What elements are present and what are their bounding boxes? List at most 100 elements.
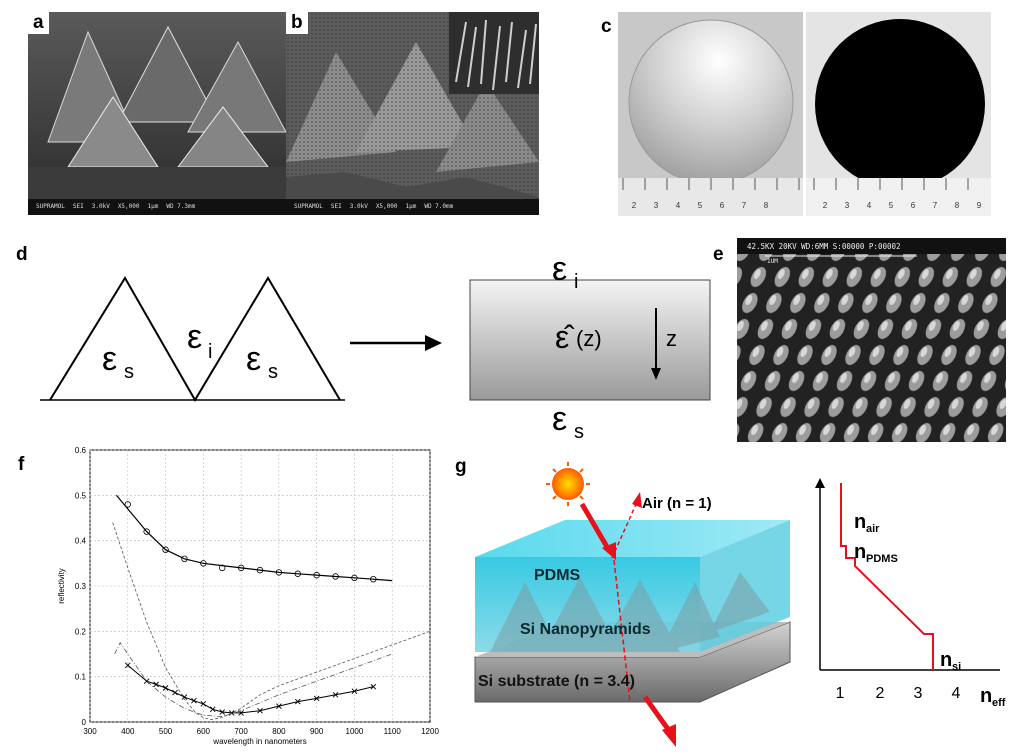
x-data-point <box>191 697 197 704</box>
ruler-number: 7 <box>933 201 938 210</box>
ruler-number: 6 <box>720 201 725 210</box>
panel-c-wafer-photos: 2 3 4 5 6 7 8 2 3 4 5 6 7 8 9 <box>618 12 991 216</box>
circle-data-point <box>351 574 358 582</box>
sun-icon <box>552 468 584 500</box>
eps-s-bottom-symbol: ε <box>552 400 567 438</box>
x-data-point <box>276 703 282 709</box>
y-tick-label: 0.2 <box>75 627 87 636</box>
circle-data-point <box>143 528 150 535</box>
series-dashed-line <box>112 522 431 721</box>
x-data-point <box>162 685 169 691</box>
circle-data-point <box>219 564 226 572</box>
black-silicon-wafer <box>815 19 985 189</box>
y-tick-label: 0.5 <box>75 491 87 500</box>
y-tick-label: 0.6 <box>75 446 87 455</box>
circle-data-point <box>294 570 301 577</box>
incident-light-ray <box>579 502 613 554</box>
circle-data-point <box>313 571 320 579</box>
eps-s-left-subscript: s <box>124 361 134 383</box>
eps-s-left-symbol: ε <box>102 340 117 378</box>
x-data-point <box>351 688 358 694</box>
air-label: Air (n = 1) <box>642 495 712 512</box>
transmitted-light-ray <box>642 695 673 734</box>
neff-tick-1: 1 <box>836 685 845 702</box>
x-tick-label: 800 <box>272 727 286 736</box>
y-tick-label: 0 <box>82 718 87 727</box>
y-tick-label: 0.4 <box>75 537 87 546</box>
n-pdms-label: n <box>854 541 866 563</box>
ruler-number: 2 <box>632 201 637 210</box>
panel-label-d: d <box>16 244 28 265</box>
wafer-photo-svg: 2 3 4 5 6 7 8 2 3 4 5 6 7 8 9 <box>618 12 991 216</box>
eps-s-right-subscript: s <box>268 361 278 383</box>
nanostructure-array: 42.5KX 20KV WD:6MM S:00000 P:00002 1UM <box>737 238 1006 442</box>
y-axis-arrow-icon <box>815 478 825 488</box>
x-tick-label: 300 <box>83 727 97 736</box>
x-data-point <box>313 695 320 702</box>
x-tick-label: 700 <box>234 727 248 736</box>
circle-data-point <box>275 569 283 576</box>
panel-label-e: e <box>713 244 724 265</box>
circle-data-point <box>162 546 169 553</box>
ruler-number: 5 <box>889 201 894 210</box>
substrate-label: Si substrate (n = 3.4) <box>478 673 635 690</box>
nanopyramid-shapes <box>490 572 770 652</box>
panel-d-effective-medium-diagram: ε i ε s ε s ε i ε̂ (z) z ε s <box>40 250 711 443</box>
z-axis-label: z <box>666 326 677 351</box>
effective-medium-box <box>469 279 711 401</box>
circle-data-point <box>256 566 264 574</box>
n-eff-label: n <box>980 685 992 706</box>
n-si-label: n <box>940 649 952 671</box>
circle-data-point <box>200 560 207 567</box>
ruler-number: 8 <box>955 201 960 210</box>
x-data-point <box>257 707 263 714</box>
arrow-head-icon <box>425 335 442 351</box>
eps-i-top-subscript: i <box>574 271 578 293</box>
y-tick-label: 0.3 <box>75 582 87 591</box>
eps-i-symbol: ε <box>187 318 202 356</box>
ruler-number: 2 <box>823 201 828 210</box>
panel-e-sem-image: 42.5KX 20KV WD:6MM S:00000 P:00002 1UM <box>737 238 1006 442</box>
porous-pyramid-texture <box>286 12 539 215</box>
x-axis-label: wavelength in nanometers <box>212 737 306 746</box>
transmitted-arrow-head-icon <box>662 724 676 747</box>
circle-data-point <box>370 575 377 583</box>
y-axis-label: reflectivity <box>57 568 66 604</box>
x-tick-label: 1000 <box>346 727 364 736</box>
panel-label-b: b <box>286 12 308 34</box>
x-tick-label: 500 <box>159 727 173 736</box>
reflected-arrow-head-icon <box>632 492 642 508</box>
x-tick-label: 400 <box>121 727 135 736</box>
index-profile-curve <box>840 483 934 670</box>
ruler-number: 4 <box>867 201 872 210</box>
panel-label-c: c <box>601 16 612 37</box>
circle-data-point <box>181 555 188 562</box>
panel-label-g: g <box>455 456 467 477</box>
x-tick-label: 900 <box>310 727 324 736</box>
panel-g-layer-schematic: Air (n = 1) PDMS Si Nanopyramids Si subs… <box>474 462 791 747</box>
x-data-point <box>172 689 178 696</box>
n-pdms-subscript: PDMS <box>866 553 898 565</box>
eps-s-bottom-subscript: s <box>574 421 584 443</box>
reflected-light-ray <box>611 501 638 559</box>
z-arrow-head-icon <box>651 368 661 380</box>
panel-g-index-profile: n air n PDMS n si n eff 1 2 3 4 <box>815 478 1006 706</box>
circle-data-point <box>237 564 245 572</box>
ruler-number: 6 <box>911 201 916 210</box>
x-data-point <box>370 683 377 690</box>
x-data-point <box>209 706 216 713</box>
eps-i-subscript: i <box>208 341 212 363</box>
ruler-number: 5 <box>698 201 703 210</box>
series-solid-line <box>115 494 393 582</box>
x-data-point <box>124 662 131 669</box>
neff-tick-3: 3 <box>914 685 923 702</box>
x-tick-label: 1200 <box>421 727 439 736</box>
ruler-number: 4 <box>676 201 681 210</box>
ruler-number: 8 <box>764 201 769 210</box>
n-eff-subscript: eff <box>992 697 1006 706</box>
x-data-point <box>200 701 207 707</box>
